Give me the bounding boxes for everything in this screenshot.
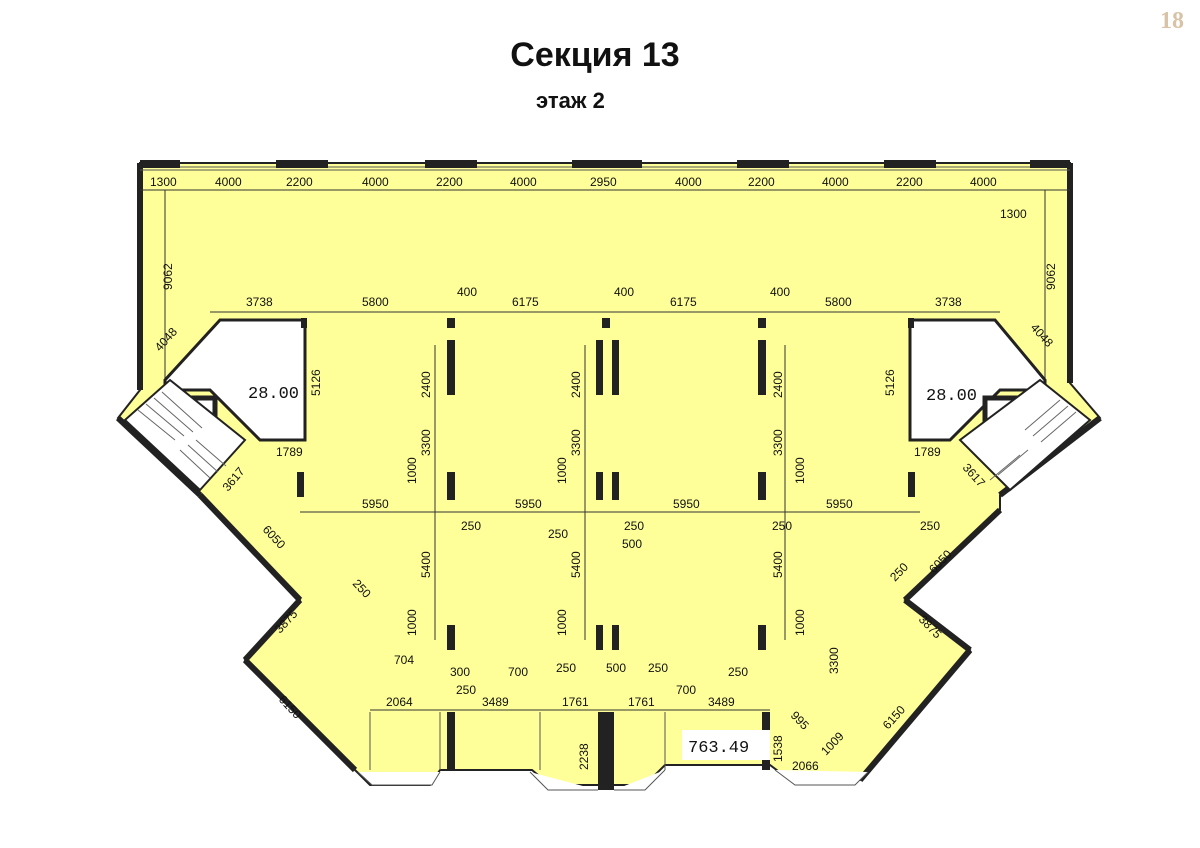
dimension-label: 700 — [676, 683, 696, 697]
dimension-label: 2238 — [577, 743, 591, 770]
dimension-label: 4000 — [675, 175, 702, 189]
dimension-label: 1300 — [1000, 207, 1027, 221]
floor-slab — [116, 162, 1102, 786]
dimension-label: 1000 — [555, 457, 569, 484]
room-area-main-hall: 763.49 — [688, 739, 749, 758]
dimension-label: 4000 — [362, 175, 389, 189]
dimension-label: 9062 — [161, 263, 175, 290]
dimension-label: 2400 — [771, 371, 785, 398]
dimension-label: 5400 — [569, 551, 583, 578]
dimension-label: 250 — [461, 519, 481, 533]
dimension-label: 1000 — [555, 609, 569, 636]
dimension-label: 700 — [508, 665, 528, 679]
dimension-label: 1538 — [771, 735, 785, 762]
dimension-label: 1000 — [405, 609, 419, 636]
page-title: Секция 13 — [510, 36, 680, 74]
dimension-label: 5400 — [419, 551, 433, 578]
dimension-label: 1761 — [628, 695, 655, 709]
dimension-label: 500 — [622, 537, 642, 551]
dimension-label: 300 — [450, 665, 470, 679]
dimension-label: 5800 — [362, 295, 389, 309]
dimension-label: 250 — [648, 661, 668, 675]
dimension-label: 3738 — [246, 295, 273, 309]
dimension-label: 250 — [728, 665, 748, 679]
dimension-label: 1000 — [405, 457, 419, 484]
dimension-label: 1000 — [793, 457, 807, 484]
dimension-label: 3489 — [708, 695, 735, 709]
dimension-label: 5950 — [362, 497, 389, 511]
dimension-label: 2950 — [590, 175, 617, 189]
dimension-label: 4000 — [510, 175, 537, 189]
dimension-label: 250 — [548, 527, 568, 541]
dimension-label: 250 — [556, 661, 576, 675]
core-left — [123, 318, 307, 492]
dimension-label: 6175 — [670, 295, 697, 309]
dimension-label: 2064 — [386, 695, 413, 709]
dimension-label: 3300 — [771, 429, 785, 456]
dimension-label: 1300 — [150, 175, 177, 189]
dimension-label: 2200 — [896, 175, 923, 189]
dimension-label: 4000 — [822, 175, 849, 189]
dimension-label: 3300 — [827, 647, 841, 674]
dimension-label: 1000 — [793, 609, 807, 636]
dimension-label: 5126 — [883, 369, 897, 396]
room-areas: 28.00 28.00 763.49 — [248, 385, 977, 760]
room-area-left-core: 28.00 — [248, 385, 299, 404]
dimension-label: 704 — [394, 653, 414, 667]
dimension-label: 1789 — [914, 445, 941, 459]
dimension-label: 3738 — [935, 295, 962, 309]
dimension-label: 2400 — [419, 371, 433, 398]
bottom-facade — [357, 712, 869, 791]
dimension-label: 5950 — [826, 497, 853, 511]
dimension-label: 2400 — [569, 371, 583, 398]
dimension-label: 400 — [770, 285, 790, 299]
dimension-label: 250 — [772, 519, 792, 533]
dimension-label: 3300 — [419, 429, 433, 456]
dimension-label: 250 — [624, 519, 644, 533]
dimension-label: 9062 — [1044, 263, 1058, 290]
dimension-label: 1761 — [562, 695, 589, 709]
dimension-label: 5400 — [771, 551, 785, 578]
top-facade — [140, 160, 1070, 171]
dimension-label: 5950 — [515, 497, 542, 511]
room-area-right-core: 28.00 — [926, 387, 977, 406]
dimension-label: 3489 — [482, 695, 509, 709]
dimension-label: 500 — [606, 661, 626, 675]
core-right — [908, 318, 1092, 492]
page-subtitle: этаж 2 — [536, 88, 605, 113]
dimension-label: 250 — [456, 683, 476, 697]
dimension-label: 2066 — [792, 759, 819, 773]
dimension-label: 5950 — [673, 497, 700, 511]
dimension-label: 1789 — [276, 445, 303, 459]
dimension-lines — [140, 189, 1070, 711]
dimension-label: 250 — [920, 519, 940, 533]
dimension-label: 5126 — [309, 369, 323, 396]
dimension-label: 4000 — [215, 175, 242, 189]
dimension-label: 4000 — [970, 175, 997, 189]
dimension-label: 5800 — [825, 295, 852, 309]
dimension-label: 6175 — [512, 295, 539, 309]
page-number: 18 — [1160, 8, 1184, 34]
dimension-label: 2200 — [286, 175, 313, 189]
dimension-label: 2200 — [436, 175, 463, 189]
dimension-label: 2200 — [748, 175, 775, 189]
dimension-label: 3300 — [569, 429, 583, 456]
dimension-label: 400 — [457, 285, 477, 299]
dimension-label: 400 — [614, 285, 634, 299]
